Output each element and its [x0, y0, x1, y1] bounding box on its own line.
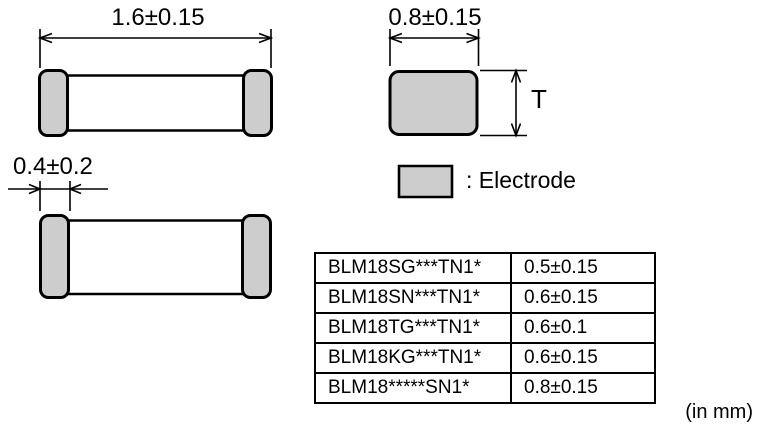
thickness-cell: 0.6±0.1 [510, 312, 656, 344]
end-view [390, 29, 527, 136]
part-number-cell: BLM18SN***TN1* [314, 282, 512, 314]
arrowhead-left [40, 34, 52, 43]
chip-body [56, 221, 256, 295]
table-row: BLM18SG***TN1* 0.5±0.15 [314, 252, 656, 284]
bottom-view [8, 181, 271, 298]
electrode-left [41, 216, 69, 298]
top-view [40, 29, 272, 136]
legend [399, 166, 452, 197]
electrode-right [243, 216, 271, 298]
chip-body [55, 76, 257, 131]
thickness-table: BLM18SG***TN1* 0.5±0.15 BLM18SN***TN1* 0… [314, 252, 656, 404]
arrowhead-down [512, 124, 521, 136]
part-number-cell: BLM18SG***TN1* [314, 252, 512, 284]
arrowhead-right [467, 34, 479, 43]
width-dimension-label: 0.8±0.15 [388, 4, 482, 31]
electrode-right [244, 71, 272, 136]
arrowhead-up [512, 71, 521, 83]
arrowhead-left [390, 34, 402, 43]
part-number-cell: BLM18TG***TN1* [314, 312, 512, 344]
electrode-legend-label: : Electrode [466, 167, 576, 193]
table-row: BLM18TG***TN1* 0.6±0.1 [314, 312, 656, 344]
table-row: BLM18*****SN1* 0.8±0.15 [314, 372, 656, 404]
thickness-dimension-label: T [531, 84, 547, 114]
electrode-swatch [399, 166, 452, 197]
electrode-width-dimension-label: 0.4±0.2 [13, 153, 93, 180]
part-number-cell: BLM18KG***TN1* [314, 342, 512, 374]
thickness-cell: 0.8±0.15 [510, 372, 656, 404]
length-dimension-label: 1.6±0.15 [111, 4, 205, 31]
part-number-cell: BLM18*****SN1* [314, 372, 512, 404]
table-row: BLM18SN***TN1* 0.6±0.15 [314, 282, 656, 314]
table-row: BLM18KG***TN1* 0.6±0.15 [314, 342, 656, 374]
unit-note: (in mm) [685, 401, 753, 423]
chip-end-face [390, 72, 477, 135]
thickness-cell: 0.6±0.15 [510, 282, 656, 314]
thickness-cell: 0.5±0.15 [510, 252, 656, 284]
arrowhead-right [259, 34, 271, 43]
electrode-left [40, 71, 68, 136]
thickness-cell: 0.6±0.15 [510, 342, 656, 374]
